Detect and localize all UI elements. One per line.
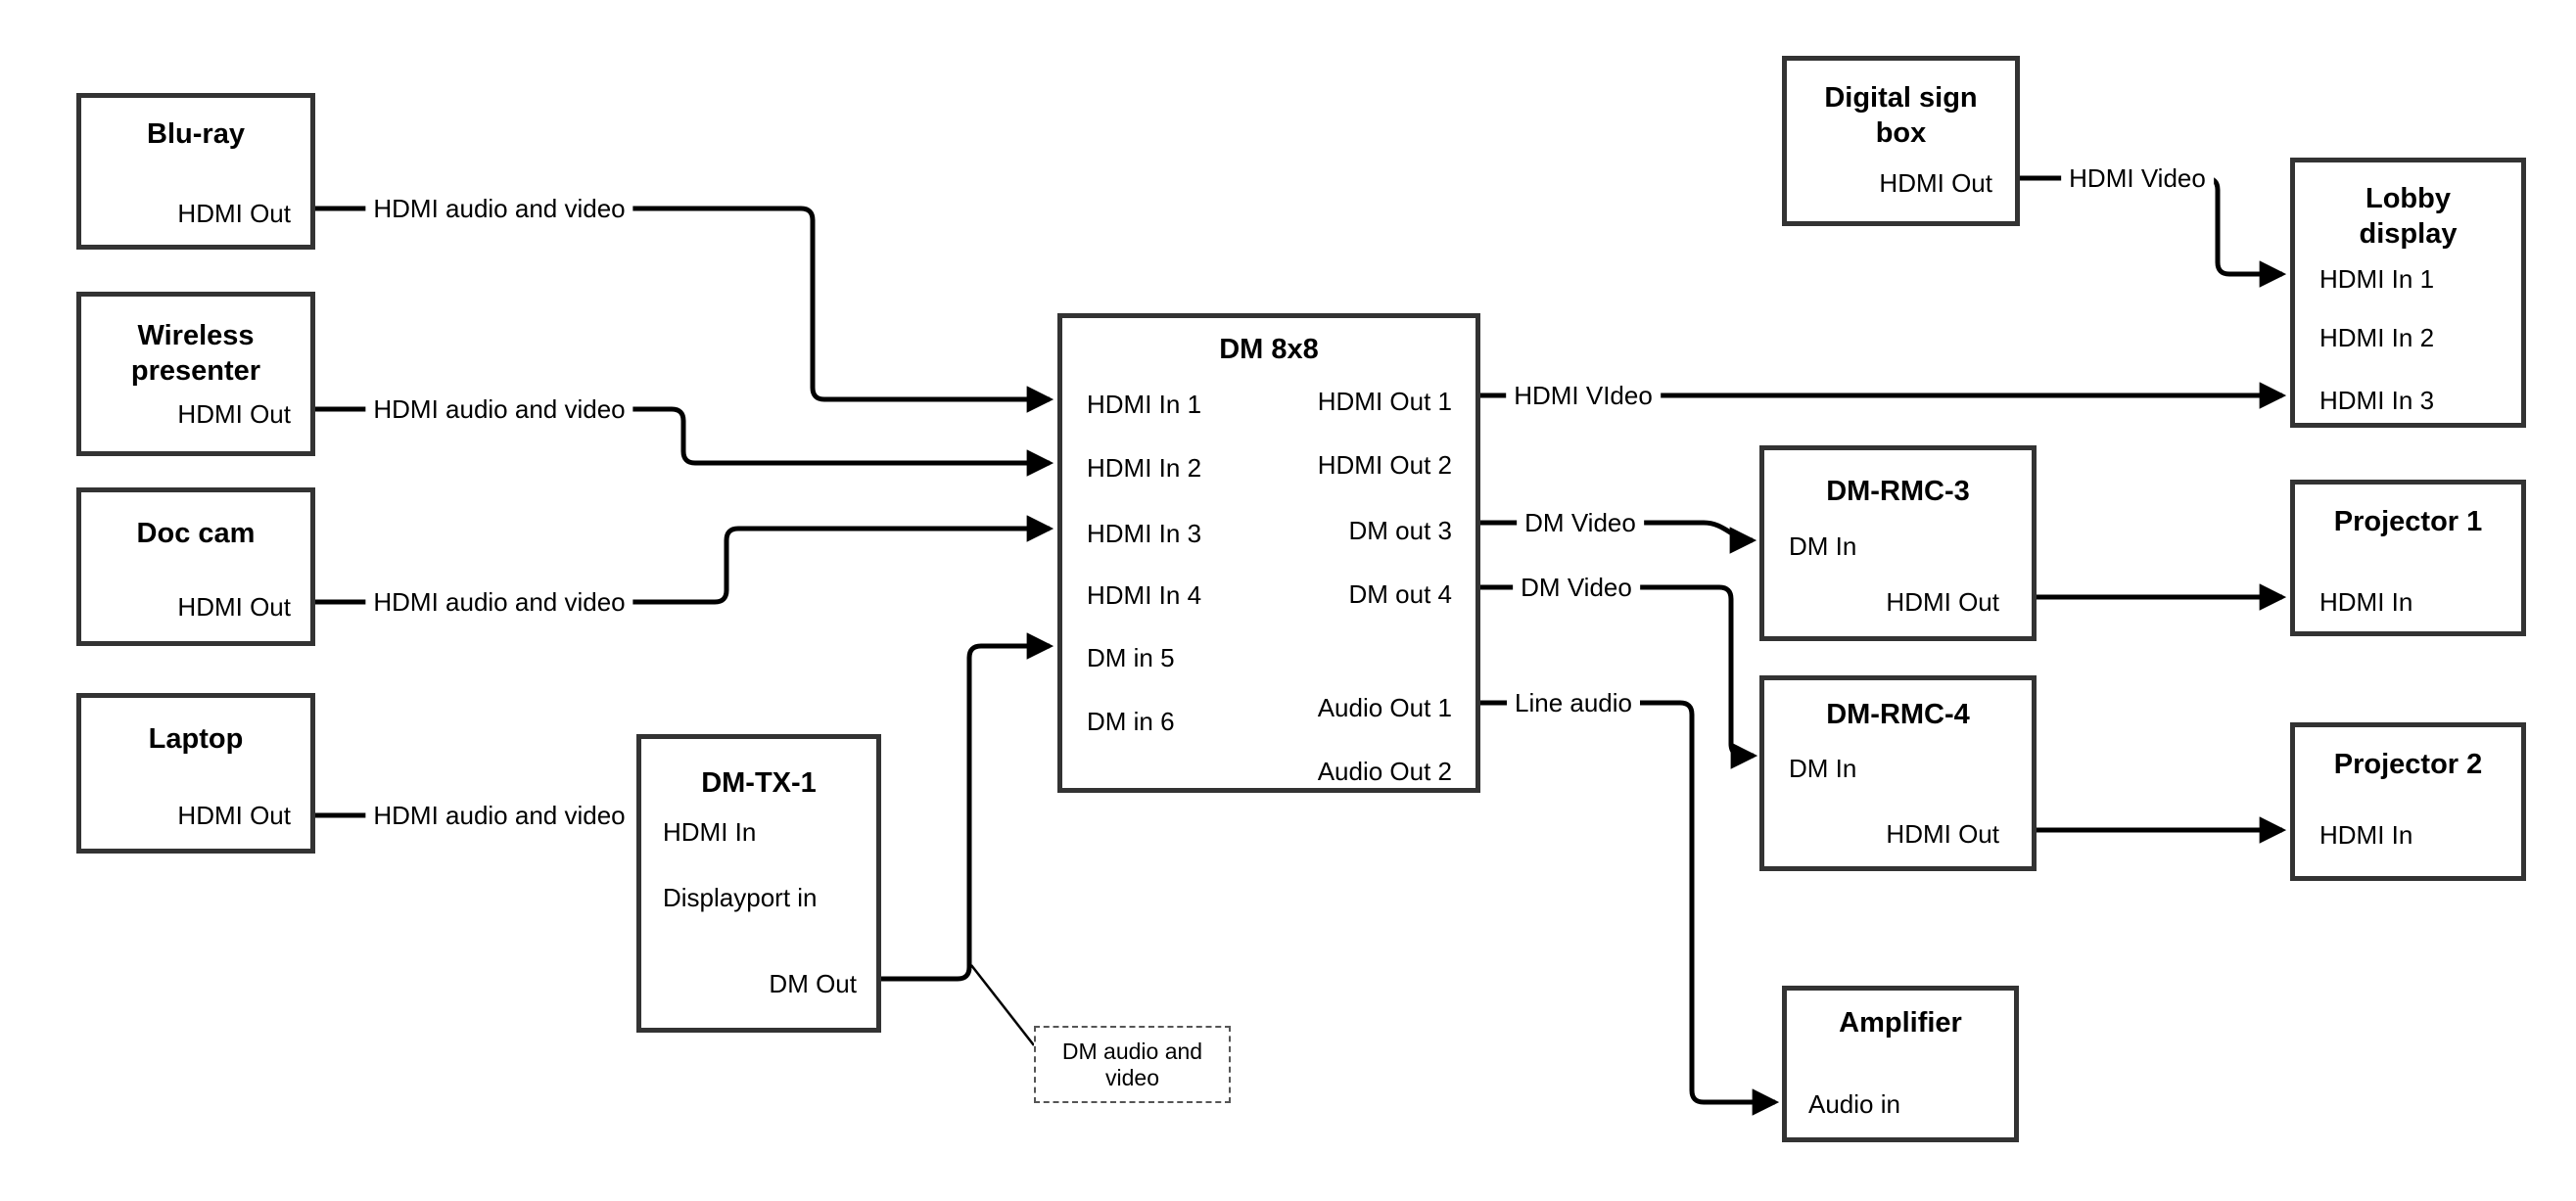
node-dm-tx-1[interactable]: DM-TX-1 HDMI In Displayport in DM Out (636, 734, 881, 1033)
wire-audio-out-1-to-amplifier[interactable] (1480, 700, 1780, 1116)
port-hdmi-out: HDMI Out (1886, 587, 1999, 617)
port-hdmi-out: HDMI Out (177, 801, 291, 830)
node-title: Digital sign box (1824, 82, 1978, 149)
port-hdmi-out: HDMI Out (177, 399, 291, 429)
node-title: Blu-ray (147, 118, 245, 150)
node-projector-1[interactable]: Projector 1 HDMI In (2290, 480, 2526, 636)
node-title: DM-RMC-4 (1826, 699, 1970, 730)
wire-bluray-to-hdmi-in-1[interactable] (315, 206, 1054, 413)
port-hdmi-out-2: HDMI Out 2 (1317, 450, 1452, 480)
node-dm-rmc-4[interactable]: DM-RMC-4 DM In HDMI Out (1759, 675, 2037, 871)
wire-label-dm-video-out3: DM Video (1517, 508, 1644, 537)
port-hdmi-out: HDMI Out (177, 199, 291, 228)
node-title: Projector 1 (2333, 506, 2483, 537)
wire-label-line-audio: Line audio (1507, 688, 1640, 717)
node-title: Amplifier (1839, 1007, 1962, 1039)
port-audio-out-2: Audio Out 2 (1317, 757, 1452, 786)
port-hdmi-in-1: HDMI In 1 (1087, 390, 1202, 419)
port-displayport-in: Displayport in (663, 883, 818, 912)
wire-label-hdmi-video-out1: HDMI VIdeo (1506, 381, 1661, 410)
wire-dm-out-4-to-rmc4[interactable] (1480, 584, 1758, 769)
node-title: Laptop (148, 723, 244, 755)
port-dm-out-4: DM out 4 (1348, 579, 1453, 609)
note-text: DM audio and video (1061, 1038, 1203, 1090)
port-dm-out-3: DM out 3 (1348, 516, 1453, 545)
node-projector-2[interactable]: Projector 2 HDMI In (2290, 722, 2526, 881)
port-audio-in: Audio in (1808, 1089, 1900, 1119)
port-dm-in: DM In (1789, 754, 1857, 783)
node-lobby-display[interactable]: Lobby display HDMI In 1 HDMI In 2 HDMI I… (2290, 158, 2526, 428)
node-title: Projector 2 (2333, 749, 2483, 780)
port-hdmi-in-4: HDMI In 4 (1087, 580, 1202, 610)
node-wireless-presenter[interactable]: Wireless presenter HDMI Out (76, 292, 315, 456)
node-title: DM-TX-1 (701, 767, 817, 799)
wire-label-dm-video-out4: DM Video (1513, 573, 1640, 602)
node-laptop[interactable]: Laptop HDMI Out (76, 693, 315, 854)
port-hdmi-in-1: HDMI In 1 (2319, 264, 2435, 294)
wire-wireless-to-hdmi-in-2[interactable] (315, 406, 1054, 477)
wire-label-hdmi-av-wireless: HDMI audio and video (365, 394, 633, 424)
port-dm-out: DM Out (769, 969, 857, 998)
port-dm-in: DM In (1789, 531, 1857, 561)
wire-label-hdmi-video-sign: HDMI Video (2061, 163, 2214, 193)
node-doc-cam[interactable]: Doc cam HDMI Out (76, 487, 315, 646)
port-hdmi-in-2: HDMI In 2 (2319, 323, 2435, 352)
wire-label-hdmi-av-laptop: HDMI audio and video (365, 801, 633, 830)
node-title: Wireless presenter (130, 320, 261, 387)
node-title: DM 8x8 (1219, 334, 1319, 365)
node-digital-sign-box[interactable]: Digital sign box HDMI Out (1782, 56, 2020, 226)
node-bluray[interactable]: Blu-ray HDMI Out (76, 93, 315, 250)
port-hdmi-in-3: HDMI In 3 (2319, 386, 2435, 415)
port-hdmi-in: HDMI In (2319, 820, 2413, 850)
wire-label-hdmi-av-bluray: HDMI audio and video (365, 194, 633, 223)
port-hdmi-out: HDMI Out (177, 592, 291, 622)
port-hdmi-in-3: HDMI In 3 (1087, 519, 1202, 548)
wire-dm-out-3-to-rmc3[interactable] (1480, 520, 1757, 554)
port-audio-out-1: Audio Out 1 (1317, 693, 1452, 722)
port-hdmi-out: HDMI Out (1879, 168, 1992, 198)
port-dm-in-5: DM in 5 (1087, 643, 1175, 672)
node-title: DM-RMC-3 (1826, 476, 1970, 507)
port-dm-in-6: DM in 6 (1087, 707, 1175, 736)
note-dm-audio-and-video[interactable]: DM audio and video (1034, 1026, 1231, 1103)
node-title: Lobby display (2359, 183, 2458, 250)
port-hdmi-in: HDMI In (663, 817, 757, 847)
port-hdmi-in: HDMI In (2319, 587, 2413, 617)
wire-dmtx1-to-dm-in-5[interactable] (881, 632, 1054, 982)
port-hdmi-in-2: HDMI In 2 (1087, 453, 1202, 483)
node-amplifier[interactable]: Amplifier Audio in (1782, 986, 2019, 1142)
port-hdmi-out: HDMI Out (1886, 819, 1999, 849)
wire-doccam-to-hdmi-in-3[interactable] (315, 515, 1054, 605)
wire-label-hdmi-av-doccam: HDMI audio and video (365, 587, 633, 617)
node-dm-rmc-3[interactable]: DM-RMC-3 DM In HDMI Out (1759, 445, 2037, 641)
node-dm-8x8[interactable]: DM 8x8 HDMI In 1 HDMI In 2 HDMI In 3 HDM… (1057, 313, 1480, 793)
node-title: Doc cam (136, 518, 256, 549)
note-leader-line (970, 964, 1035, 1046)
port-hdmi-out-1: HDMI Out 1 (1317, 387, 1452, 416)
